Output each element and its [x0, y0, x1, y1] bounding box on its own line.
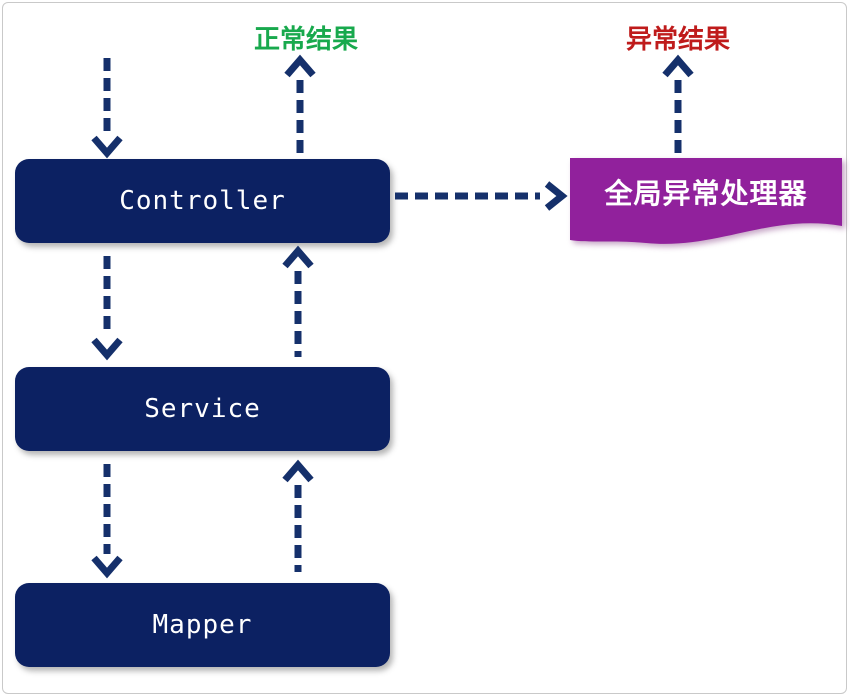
node-exception-handler: 全局异常处理器 [570, 158, 842, 248]
exception-handler-label: 全局异常处理器 [604, 177, 808, 210]
error-result-label: 异常结果 [625, 25, 730, 55]
controller-label: Controller [119, 186, 286, 216]
service-label: Service [144, 394, 261, 424]
arrow-controller-to-service-icon [91, 256, 123, 361]
normal-result-label: 正常结果 [253, 25, 358, 55]
node-service: Service [15, 367, 390, 451]
arrow-request-to-controller-icon [91, 58, 123, 159]
arrow-controller-to-exception-handler-icon [395, 181, 568, 211]
arrow-service-to-controller-icon [282, 245, 314, 357]
node-mapper: Mapper [15, 583, 390, 667]
arrow-service-to-mapper-icon [91, 464, 123, 579]
arrow-controller-to-normal-result-icon [284, 54, 316, 158]
arrow-exception-handler-to-error-result-icon [662, 54, 694, 156]
document-shape-icon [570, 158, 842, 244]
node-controller: Controller [15, 159, 390, 243]
arrow-mapper-to-service-icon [282, 459, 314, 572]
mapper-label: Mapper [152, 610, 253, 640]
